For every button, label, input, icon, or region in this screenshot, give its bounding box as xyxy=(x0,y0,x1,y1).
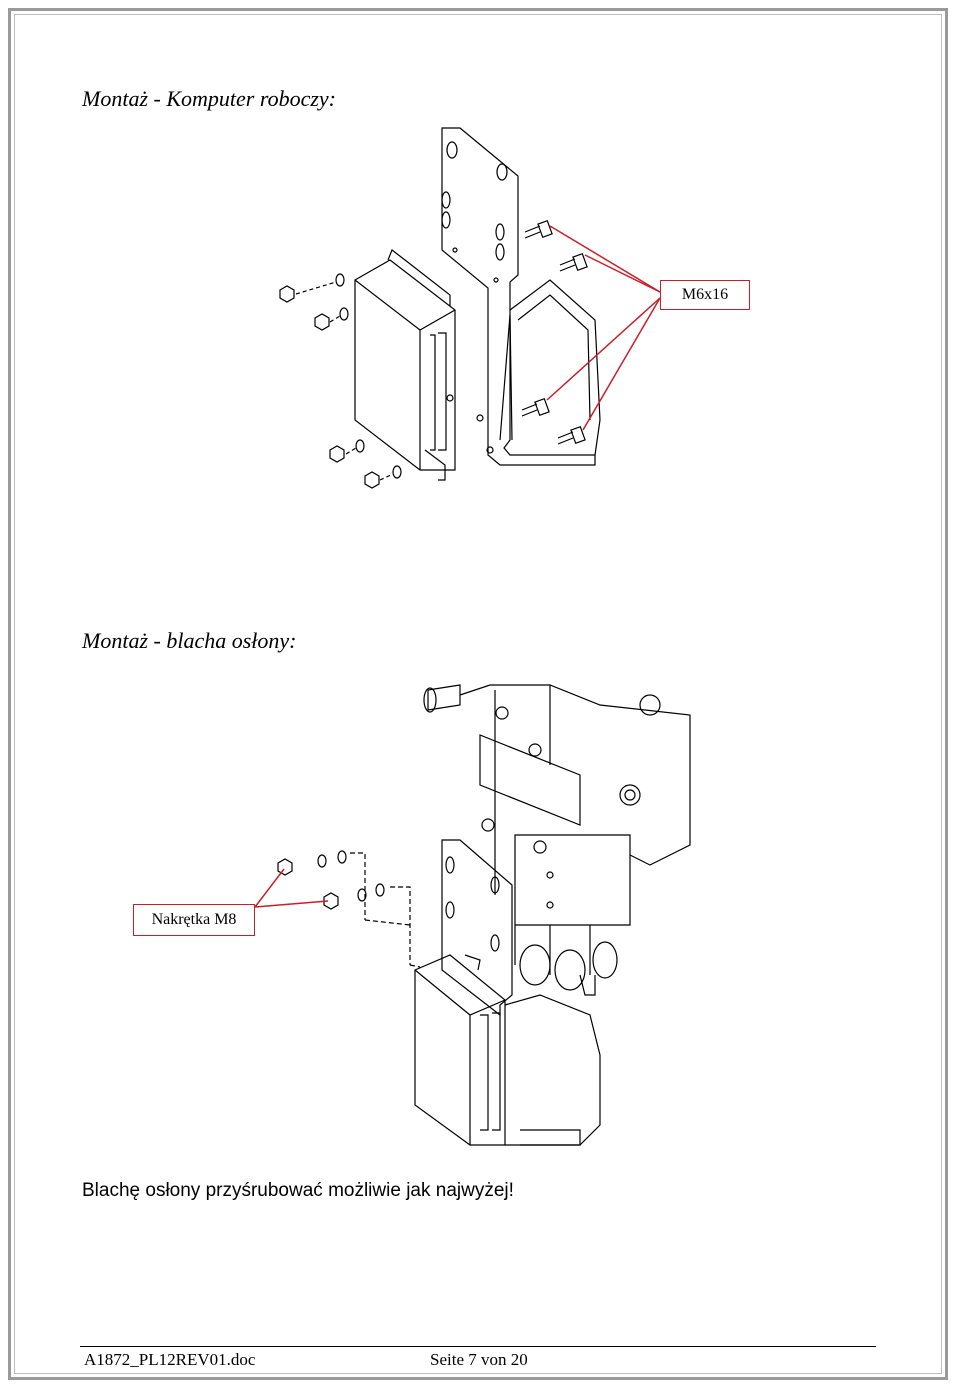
screws-m6x16 xyxy=(521,219,588,445)
footer-rule xyxy=(80,1346,876,1347)
heading-cover-mounting: Montaż - blacha osłony: xyxy=(82,628,297,653)
mounting-note: Blachę osłony przyśrubować możliwie jak … xyxy=(82,1180,514,1201)
callout-leader-lines xyxy=(546,225,661,431)
footer-page-number: Seite 7 von 20 xyxy=(430,1350,528,1369)
bracket-base xyxy=(504,994,601,1146)
nuts-and-washers xyxy=(279,273,402,489)
cover-plate-mounting-drawing xyxy=(254,684,691,1146)
callout-m6x16: M6x16 xyxy=(660,280,750,310)
callout-leader-line xyxy=(254,868,329,908)
computer-mounting-drawing xyxy=(279,127,661,489)
bolts-and-nuts-m8 xyxy=(277,818,547,971)
page-inner-border xyxy=(14,14,942,1374)
footer-document-name: A1872_PL12REV01.doc xyxy=(84,1350,256,1369)
work-computer-box xyxy=(354,249,456,481)
page-border xyxy=(8,8,948,1380)
valve-assembly xyxy=(423,684,691,996)
mounting-bracket-plate xyxy=(441,127,601,466)
callout-nut-m8: Nakrętka M8 xyxy=(133,904,255,936)
cover-plate xyxy=(441,839,513,1017)
heading-computer-mounting: Montaż - Komputer roboczy: xyxy=(82,86,336,111)
